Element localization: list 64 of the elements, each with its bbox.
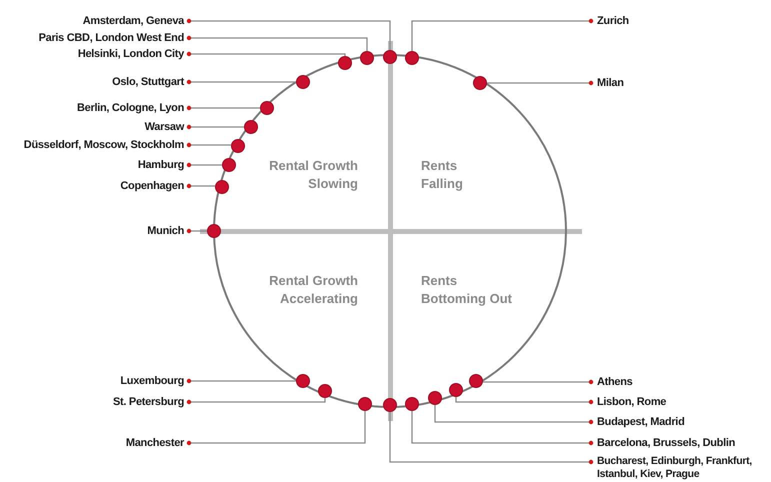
leader-line bbox=[186, 184, 215, 188]
city-label: Helsinki, London City bbox=[78, 47, 184, 61]
city-marker bbox=[260, 101, 274, 115]
leader-line bbox=[186, 411, 366, 446]
city-marker bbox=[207, 224, 221, 238]
leader-line bbox=[186, 124, 244, 130]
city-label: Warsaw bbox=[144, 120, 184, 134]
city-marker bbox=[296, 75, 310, 89]
city-marker bbox=[222, 158, 236, 172]
phase-label: Rental Growth Accelerating bbox=[268, 272, 358, 308]
city-label: Budapest, Madrid bbox=[597, 415, 684, 429]
city-label: Milan bbox=[597, 76, 624, 90]
leader-line bbox=[411, 18, 594, 51]
city-marker bbox=[405, 397, 419, 411]
city-label: Bucharest, Edinburgh, Frankfurt, Istanbul, Kiev, Prague bbox=[597, 455, 769, 481]
city-label: Paris CBD, London West End bbox=[38, 31, 184, 45]
leader-line bbox=[455, 397, 594, 404]
city-label: Düsseldorf, Moscow, Stockholm bbox=[24, 138, 184, 152]
leader-line bbox=[186, 162, 222, 168]
city-label: Athens bbox=[597, 375, 632, 389]
city-marker bbox=[338, 56, 352, 70]
leader-line bbox=[186, 80, 296, 84]
city-marker bbox=[469, 374, 483, 388]
city-marker bbox=[383, 398, 397, 412]
phase-label: Rents Falling bbox=[421, 157, 464, 193]
leader-line bbox=[434, 405, 594, 424]
city-label: St. Petersburg bbox=[113, 395, 184, 409]
leader-line bbox=[186, 378, 296, 384]
leader-line bbox=[411, 411, 594, 446]
city-label: Oslo, Stuttgart bbox=[112, 75, 184, 89]
leader-line bbox=[186, 228, 207, 234]
city-label: Lisbon, Rome bbox=[597, 395, 666, 409]
city-marker bbox=[215, 180, 229, 194]
city-marker bbox=[473, 76, 487, 90]
city-marker bbox=[358, 397, 372, 411]
city-marker bbox=[383, 50, 397, 64]
city-label: Hamburg bbox=[138, 158, 184, 172]
city-marker bbox=[360, 51, 374, 65]
city-label: Luxembourg bbox=[120, 374, 184, 388]
city-marker bbox=[449, 383, 463, 397]
city-label: Berlin, Cologne, Lyon bbox=[77, 101, 184, 115]
leader-line bbox=[186, 398, 326, 404]
city-label: Barcelona, Brussels, Dublin bbox=[597, 436, 735, 450]
city-marker bbox=[405, 51, 419, 65]
phase-label: Rents Bottoming Out bbox=[421, 272, 513, 308]
leader-line bbox=[186, 106, 260, 110]
city-marker bbox=[318, 384, 332, 398]
phase-label: Rental Growth Slowing bbox=[268, 157, 358, 193]
leader-line bbox=[186, 18, 391, 50]
leader-line bbox=[186, 36, 368, 51]
city-label: Munich bbox=[147, 224, 184, 238]
city-marker bbox=[296, 374, 310, 388]
city-marker bbox=[244, 120, 258, 134]
city-label: Amsterdam, Geneva bbox=[82, 14, 184, 28]
city-marker bbox=[428, 391, 442, 405]
leader-line bbox=[483, 380, 594, 384]
city-label: Manchester bbox=[126, 436, 184, 450]
city-marker bbox=[231, 139, 245, 153]
leader-line bbox=[389, 412, 594, 464]
leader-line bbox=[186, 52, 346, 56]
city-label: Copenhagen bbox=[120, 179, 184, 193]
city-label: Zurich bbox=[597, 14, 629, 28]
leader-line bbox=[487, 80, 594, 86]
leader-line bbox=[186, 142, 231, 148]
